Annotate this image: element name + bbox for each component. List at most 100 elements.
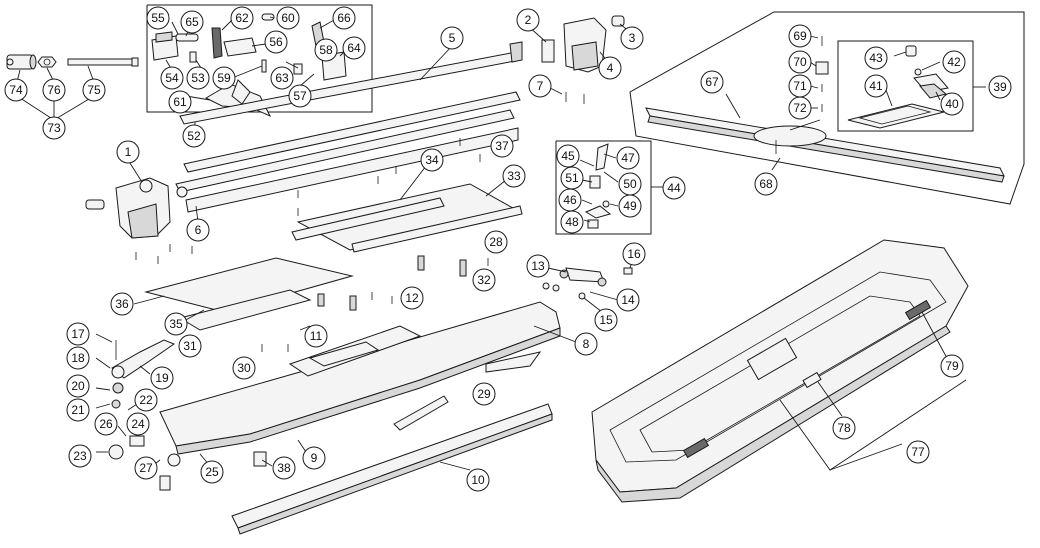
callout-circle-57 [288,84,312,108]
callout-68: 68 [754,172,778,196]
callout-47: 47 [616,146,640,170]
callout-label-72: 72 [793,101,807,115]
callout-label-39: 39 [993,80,1007,94]
callout-34: 34 [420,148,444,172]
callout-65: 65 [180,10,204,34]
callout-13: 13 [526,254,550,278]
callout-label-46: 46 [563,193,577,207]
callout-label-44: 44 [667,181,681,195]
callout-layer: 1234567891011121314151617181920212223242… [4,6,1012,492]
callout-circle-20 [66,374,90,398]
callout-label-18: 18 [71,351,85,365]
callout-11: 11 [304,324,328,348]
callout-circle-58 [314,38,338,62]
base-frame [159,301,577,455]
callout-label-15: 15 [599,313,613,327]
callout-label-60: 60 [281,11,295,25]
callout-50: 50 [618,172,642,196]
callout-label-5: 5 [449,31,456,45]
callout-51: 51 [560,166,584,190]
callout-label-58: 58 [319,43,333,57]
callout-label-62: 62 [235,11,249,25]
callout-25: 25 [200,460,224,484]
callout-33: 33 [502,164,526,188]
callout-label-69: 69 [793,29,807,43]
lever-right [393,351,542,431]
callout-62: 62 [230,6,254,30]
callout-circle-59 [212,66,236,90]
callout-26: 26 [94,412,118,436]
callout-circle-19 [150,366,174,390]
callout-circle-5 [440,26,464,50]
callout-60: 60 [276,6,300,30]
callout-circle-72 [788,96,812,120]
callout-circle-56 [264,30,288,54]
callout-66: 66 [332,6,356,30]
callout-circle-39 [988,75,1012,99]
callout-label-78: 78 [837,421,851,435]
callout-43: 43 [864,46,888,70]
callout-circle-33 [502,164,526,188]
callout-58: 58 [314,38,338,62]
callout-circle-38 [272,456,296,480]
callout-label-53: 53 [191,71,205,85]
callout-circle-74 [4,78,28,102]
callout-73: 73 [42,116,66,140]
callout-circle-23 [68,444,92,468]
callout-label-51: 51 [565,171,579,185]
callout-label-20: 20 [71,379,85,393]
callout-circle-10 [466,468,490,492]
callout-circle-61 [168,90,192,114]
callout-circle-65 [180,10,204,34]
callout-circle-14 [616,288,640,312]
callout-53: 53 [186,66,210,90]
callout-label-17: 17 [71,327,85,341]
callout-circle-62 [230,6,254,30]
callout-label-67: 67 [705,75,719,89]
callout-circle-44 [662,176,686,200]
callout-label-23: 23 [73,449,87,463]
callout-label-10: 10 [471,473,485,487]
callout-28: 28 [484,230,508,254]
callout-7: 7 [528,74,552,98]
callout-45: 45 [556,144,580,168]
callout-circle-15 [594,308,618,332]
callout-56: 56 [264,30,288,54]
callout-29: 29 [472,382,496,406]
callout-circle-25 [200,460,224,484]
callout-circle-16 [622,242,646,266]
callout-circle-42 [942,50,966,74]
long-bars [175,41,523,223]
callout-circle-63 [270,66,294,90]
carry-case-77 [591,239,969,503]
callout-label-25: 25 [205,465,219,479]
callout-circle-51 [560,166,584,190]
callout-label-28: 28 [489,235,503,249]
callout-circle-47 [616,146,640,170]
callout-label-14: 14 [621,293,635,307]
callout-label-35: 35 [169,317,183,331]
callout-circle-4 [598,56,622,80]
callout-circle-48 [560,210,584,234]
callout-circle-60 [276,6,300,30]
callout-24: 24 [126,412,150,436]
callout-label-3: 3 [629,31,636,45]
callout-32: 32 [472,268,496,292]
callout-circle-2 [516,8,540,32]
callout-label-41: 41 [869,79,883,93]
callout-circle-13 [526,254,550,278]
callout-label-77: 77 [911,445,925,459]
callout-label-32: 32 [477,273,491,287]
callout-label-48: 48 [565,215,579,229]
callout-64: 64 [342,36,366,60]
callout-label-7: 7 [537,79,544,93]
callout-circle-29 [472,382,496,406]
callout-21: 21 [66,398,90,422]
callout-circle-6 [186,218,210,242]
callout-35: 35 [164,312,188,336]
callout-circle-77 [906,440,930,464]
callout-circle-73 [42,116,66,140]
callout-label-55: 55 [151,11,165,25]
group-39-parts [847,45,949,129]
callout-67: 67 [700,70,724,94]
